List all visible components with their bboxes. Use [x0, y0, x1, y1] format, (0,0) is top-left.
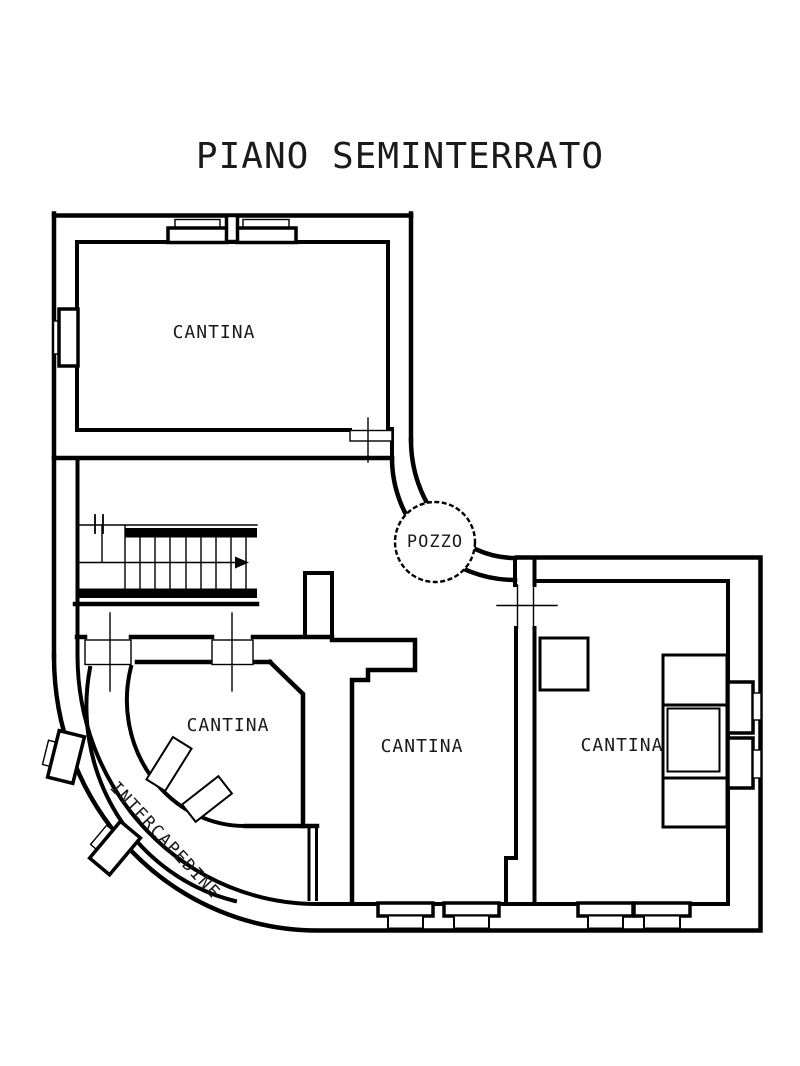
- window-symbols: [41, 213, 762, 930]
- well-label: POZZO: [407, 532, 463, 552]
- curved-wall-window-2: [87, 818, 143, 878]
- stairs-walk-line: [79, 524, 236, 564]
- plan-title: PIANO SEMINTERRATO: [196, 136, 604, 177]
- bottom-window-wells: [376, 901, 692, 930]
- staircase: [77, 514, 258, 598]
- curved-wall-window-1: [41, 728, 87, 786]
- door-opening-nw: [349, 417, 393, 463]
- door-opening-east-wing: [496, 584, 558, 629]
- room-label-cantina-se: CANTINA: [581, 735, 664, 756]
- east-wall-windows: [726, 680, 762, 790]
- fixtures: [393, 500, 729, 829]
- stairs-direction-arrow: [235, 556, 249, 569]
- door-opening-corridor-2: [211, 612, 254, 692]
- room-label-cantina-center: CANTINA: [381, 736, 464, 757]
- curved-wall-opening-2: [180, 774, 234, 824]
- curved-wall-opening-1: [145, 735, 193, 793]
- room-label-cantina-nw: CANTINA: [173, 322, 256, 343]
- pozzo-circle: [393, 500, 477, 584]
- shaft-square: [538, 636, 590, 692]
- wall-niche: [661, 653, 729, 829]
- door-opening-corridor-1: [84, 612, 132, 692]
- window-mullion: [224, 213, 240, 244]
- stair-door-tick-marks: [94, 514, 104, 534]
- room-label-cantina-sw: CANTINA: [187, 715, 270, 736]
